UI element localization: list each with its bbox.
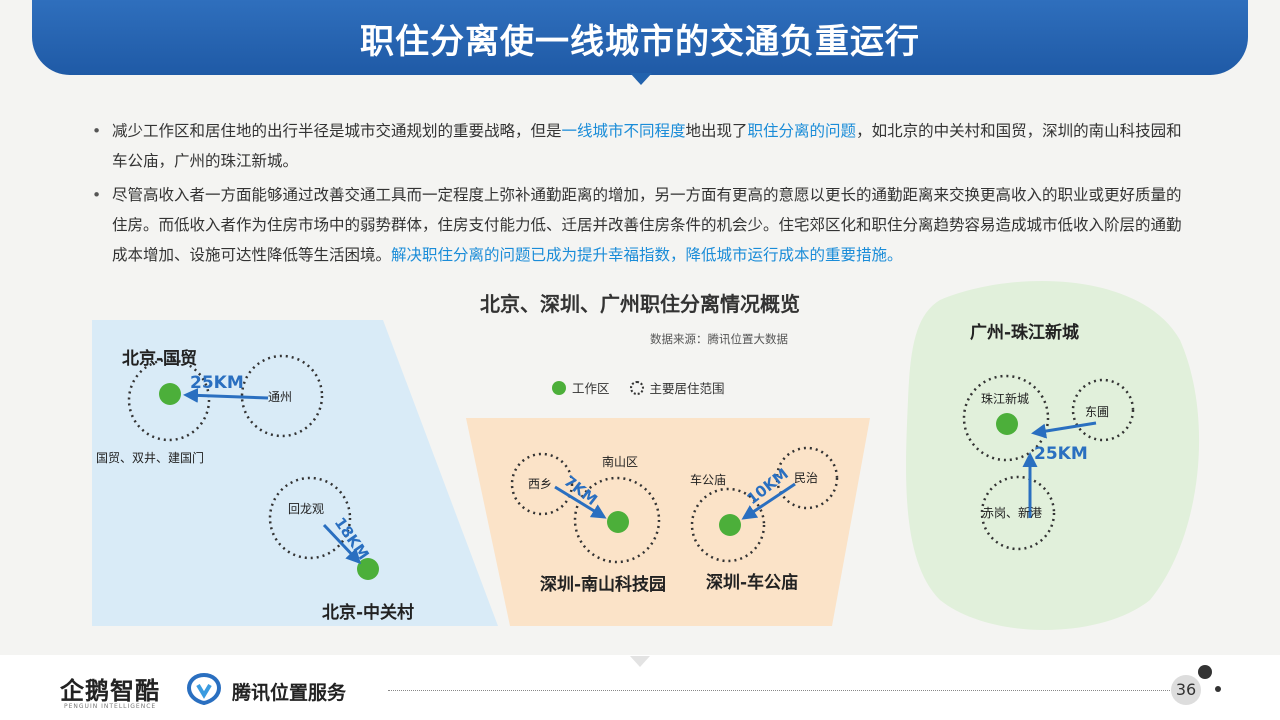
tencent-location-icon — [186, 673, 222, 705]
decor-dot — [1198, 665, 1212, 679]
home-range-legend-ring — [629, 380, 644, 395]
guangzhou-region — [906, 280, 1200, 630]
bullet-item: 减少工作区和居住地的出行半径是城市交通规划的重要战略，但是一线城市不同程度地出现… — [90, 116, 1190, 176]
work-area-legend-dot — [552, 380, 566, 395]
nanshan-ring — [573, 476, 661, 564]
dongpu-ring — [1071, 378, 1135, 442]
minzhi-label: 民治 — [794, 471, 818, 485]
chart-title: 北京、深圳、广州职住分离情况概览 — [480, 292, 800, 316]
xixiang-ring — [510, 452, 574, 516]
nanshan-work-dot — [607, 511, 629, 533]
zhongguancun-commute-arrow — [322, 523, 362, 565]
bullet-highlight: 一线城市不同程度 — [561, 122, 686, 140]
chegongmiao-work-dot — [719, 514, 741, 536]
guomao-area-label: 国贸、双井、建国门 — [96, 450, 204, 465]
tencent-location-service-logo: 腾讯位置服务 — [232, 682, 347, 704]
guomao-distance: 25KM — [190, 373, 244, 393]
chigang-ring — [980, 475, 1056, 551]
guomao-work-dot — [159, 383, 181, 405]
bullet-text: 尽管高收入者一方面能够通过改善交通工具而一定程度上弥补通勤距离的增加，另一方面有… — [112, 186, 1182, 264]
chegongmiao-commute-arrow — [741, 482, 796, 520]
tongzhou-ring — [240, 354, 324, 438]
huilongguan-ring — [268, 476, 352, 560]
zhujiang-ring — [962, 374, 1050, 462]
decor-dot-small — [1215, 686, 1221, 692]
nanshan-area-label: 南山区 — [602, 454, 638, 469]
chigang-label: 赤岗、新港 — [982, 505, 1042, 520]
minzhi-ring — [775, 446, 839, 510]
chegongmiao-title: 深圳-车公庙 — [706, 572, 798, 593]
footer-notch — [630, 656, 650, 667]
zhongguancun-work-dot — [357, 558, 379, 580]
dongpu-commute-arrow — [1031, 421, 1097, 439]
penguin-intelligence-logo: 企鹅智酷 — [60, 677, 160, 705]
bullet-list: 减少工作区和居住地的出行半径是城市交通规划的重要战略，但是一线城市不同程度地出现… — [90, 116, 1190, 274]
zhongguancun-title: 北京-中关村 — [322, 602, 414, 623]
page-number: 36 — [1171, 675, 1201, 705]
footer-divider — [388, 690, 1170, 691]
chegongmiao-area-label: 车公庙 — [690, 472, 726, 487]
page-title: 职住分离使一线城市的交通负重运行 — [360, 22, 920, 62]
dongpu-label: 东圃 — [1085, 405, 1109, 419]
huilongguan-label: 回龙观 — [288, 502, 324, 516]
xixiang-label: 西乡 — [528, 477, 552, 491]
shenzhen-region — [466, 418, 870, 626]
bullet-highlight: 职住分离的问题 — [747, 122, 857, 140]
guomao-title: 北京-国贸 — [122, 348, 197, 369]
banner-notch — [630, 73, 652, 85]
nanshan-commute-arrow — [554, 485, 607, 519]
guomao-commute-arrow — [183, 387, 269, 403]
chegongmiao-ring — [690, 487, 766, 563]
title-banner — [32, 0, 1248, 75]
bullet-text: 地出现了 — [685, 122, 748, 140]
penguin-intelligence-subtitle: PENGUIN INTELLIGENCE — [64, 703, 157, 710]
legend-home-label: 主要居住范围 — [649, 381, 725, 396]
data-source: 数据来源：腾讯位置大数据 — [650, 332, 788, 346]
guangzhou-title: 广州-珠江新城 — [970, 322, 1079, 343]
guangzhou-distance: 25KM — [1034, 444, 1088, 464]
zhujiang-work-dot — [996, 413, 1018, 435]
legend-work-label: 工作区 — [572, 381, 610, 396]
tongzhou-label: 通州 — [268, 390, 292, 404]
legend: 工作区 主要居住范围 — [552, 378, 725, 397]
commute-maps: 北京-国贸 25KM 通州 国贸、双井、建国门 回龙观 18KM 北京-中关村 … — [92, 280, 1200, 630]
bullet-text: ，如北京的中关村和国贸，深圳的南山科技园和车公庙，广州的珠江新城。 — [112, 122, 1182, 170]
zhujiang-area-label: 珠江新城 — [981, 391, 1029, 406]
nanshan-title: 深圳-南山科技园 — [540, 574, 666, 595]
bullet-text: 减少工作区和居住地的出行半径是城市交通规划的重要战略，但是 — [112, 122, 562, 140]
bullet-item: 尽管高收入者一方面能够通过改善交通工具而一定程度上弥补通勤距离的增加，另一方面有… — [90, 180, 1190, 270]
guomao-home-ring — [127, 358, 211, 442]
bullet-highlight: 解决职住分离的问题已成为提升幸福指数，降低城市运行成本的重要措施。 — [391, 246, 903, 264]
